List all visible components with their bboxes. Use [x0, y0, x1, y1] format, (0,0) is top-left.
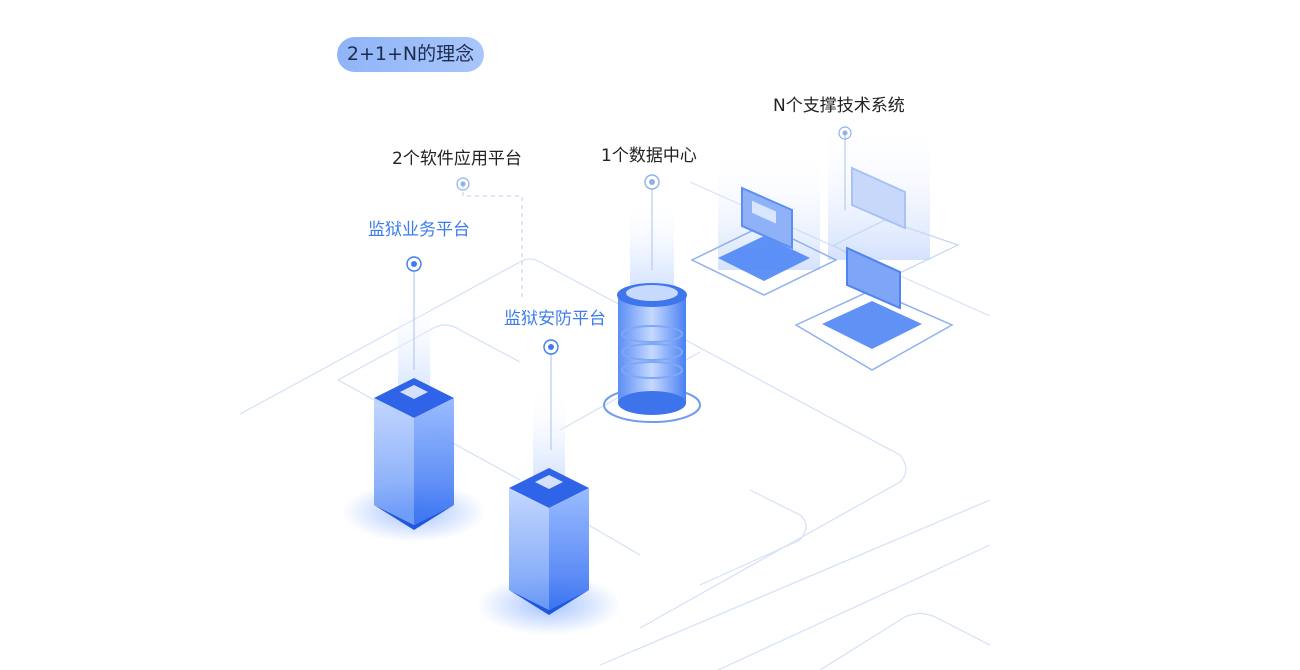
background-lines: [239, 181, 991, 670]
pointer-lines: [413, 133, 846, 450]
data-center-label: 1个数据中心: [601, 146, 697, 166]
database-cylinder: [603, 195, 701, 423]
target-icon: [456, 177, 470, 191]
support-platforms: [690, 166, 960, 371]
prison-security-label: 监狱安防平台: [504, 309, 606, 329]
software-platform-label: 2个软件应用平台: [392, 149, 522, 169]
server-tower: [477, 385, 621, 635]
monitor-panel: [851, 166, 906, 230]
prison-business-label: 监狱业务平台: [368, 220, 470, 240]
target-icon: [838, 126, 852, 140]
target-icon: [406, 256, 422, 272]
server-tower: [342, 290, 486, 542]
concept-badge: 2+1+N的理念: [337, 37, 484, 72]
target-icon: [543, 339, 559, 355]
monitor-panel: [741, 186, 793, 250]
monitor-panel: [846, 246, 901, 310]
support-systems-label: N个支撑技术系统: [773, 96, 905, 116]
target-icon: [644, 174, 660, 190]
